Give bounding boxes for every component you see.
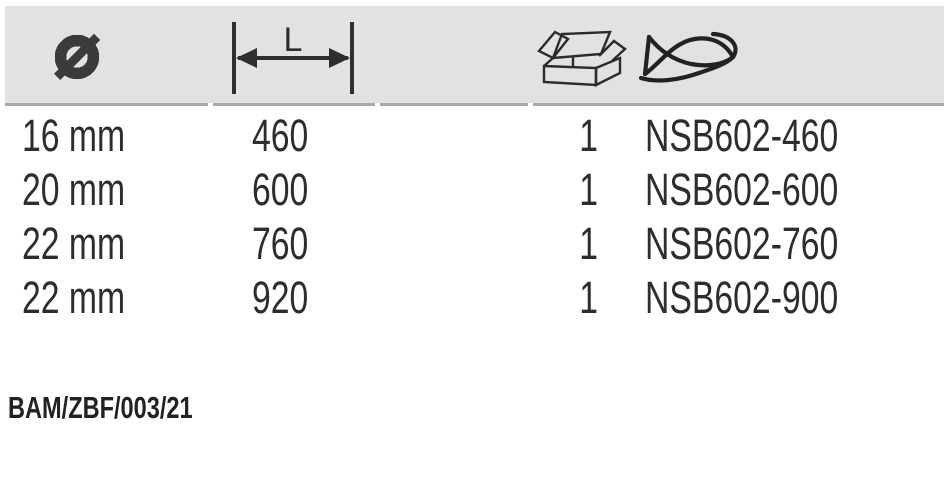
- diameter-cell: 20 mm: [22, 164, 126, 215]
- footer-reference: BAM/ZBF/003/21: [8, 390, 193, 425]
- arrow-head-right: [329, 48, 350, 68]
- pack-qty-cell: 1: [579, 272, 598, 323]
- length-cell: 760: [252, 218, 309, 269]
- arrow-head-left: [236, 48, 257, 68]
- table-row: 16 mm 460 1 NSB602-460: [0, 109, 944, 163]
- open-box-icon: [537, 30, 627, 87]
- header-divider-segment: [5, 103, 208, 106]
- left-limit-bar: [232, 22, 236, 94]
- table-header: L: [5, 6, 944, 103]
- arrow-shaft: [238, 56, 348, 60]
- table-row: 22 mm 920 1 NSB602-900: [0, 271, 944, 325]
- header-divider-segment: [213, 103, 375, 106]
- diameter-icon: [53, 33, 101, 81]
- length-label: L: [284, 21, 303, 59]
- article-code-cell: NSB602-900: [645, 272, 839, 323]
- header-divider-segment: [533, 103, 944, 106]
- diameter-cell: 16 mm: [22, 110, 126, 161]
- article-code-cell: NSB602-460: [645, 110, 839, 161]
- length-arrow-icon: L: [232, 21, 354, 94]
- pack-qty-cell: 1: [579, 110, 598, 161]
- table-row: 20 mm 600 1 NSB602-600: [0, 163, 944, 217]
- length-cell: 600: [252, 164, 309, 215]
- article-code-cell: NSB602-600: [645, 164, 839, 215]
- diameter-cell: 22 mm: [22, 272, 126, 323]
- fish-logo-icon: [639, 31, 738, 83]
- right-limit-bar: [350, 22, 354, 94]
- header-divider-segment: [380, 103, 528, 106]
- pack-qty-cell: 1: [579, 218, 598, 269]
- pack-qty-cell: 1: [579, 164, 598, 215]
- diameter-cell: 22 mm: [22, 218, 126, 269]
- article-code-cell: NSB602-760: [645, 218, 839, 269]
- length-cell: 920: [252, 272, 309, 323]
- length-cell: 460: [252, 110, 309, 161]
- table-row: 22 mm 760 1 NSB602-760: [0, 217, 944, 271]
